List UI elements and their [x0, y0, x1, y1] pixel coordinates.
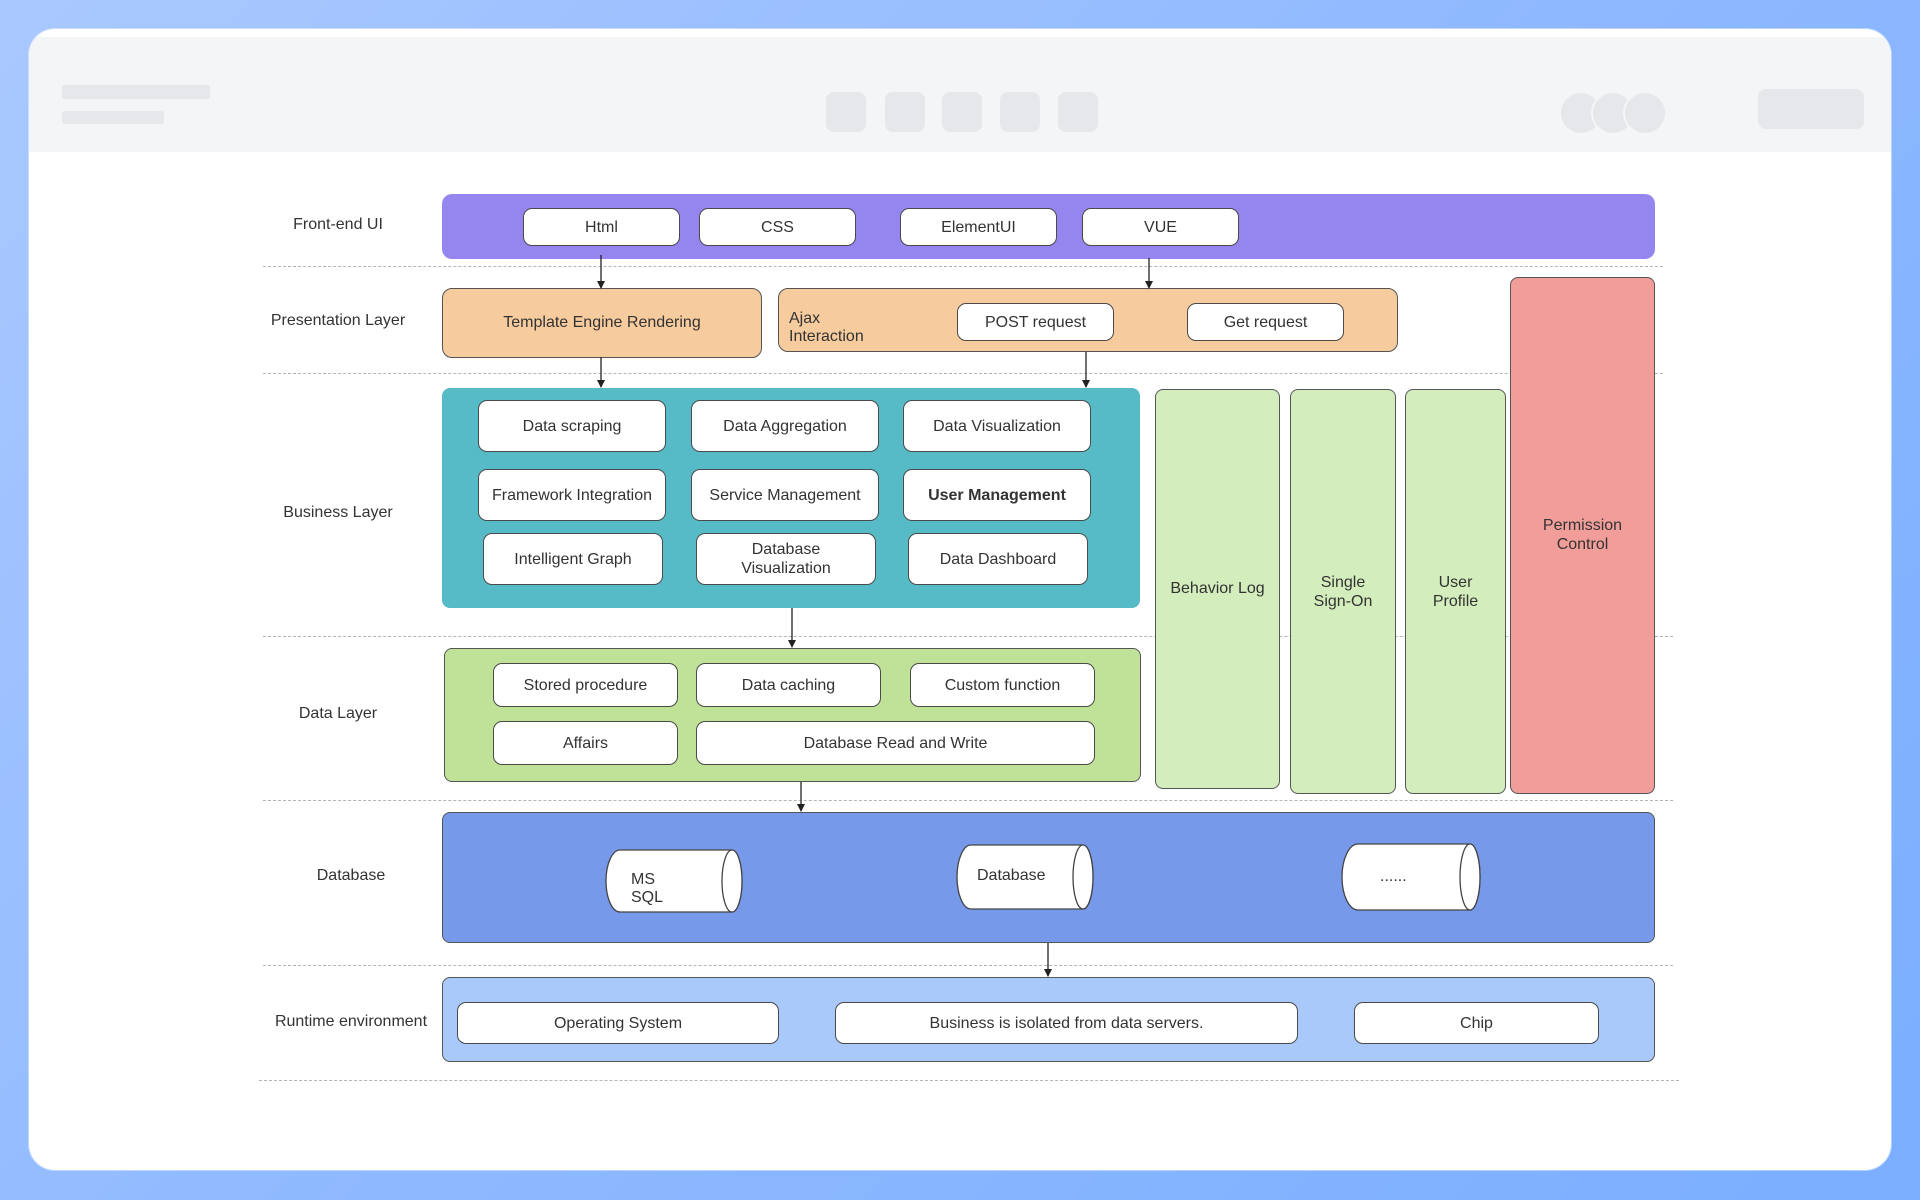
- layer-separator: [263, 636, 1673, 637]
- chip-chip[interactable]: Chip: [1354, 1002, 1599, 1044]
- data-visualization-chip[interactable]: Data Visualization: [903, 400, 1091, 452]
- custom-function-chip[interactable]: Custom function: [910, 663, 1095, 707]
- layer-separator: [263, 266, 1663, 267]
- elementui-chip[interactable]: ElementUI: [900, 208, 1057, 246]
- row-label-database: Database: [316, 867, 386, 884]
- data-dashboard-chip[interactable]: Data Dashboard: [908, 533, 1088, 585]
- vue-chip[interactable]: VUE: [1082, 208, 1239, 246]
- toolbar-button-skeleton[interactable]: [942, 92, 982, 132]
- avatar[interactable]: [1623, 91, 1667, 135]
- framework-integration-chip[interactable]: Framework Integration: [478, 469, 666, 521]
- css-chip[interactable]: CSS: [699, 208, 856, 246]
- get-request-chip[interactable]: Get request: [1187, 303, 1344, 341]
- post-request-chip[interactable]: POST request: [957, 303, 1114, 341]
- operating-system-chip[interactable]: Operating System: [457, 1002, 779, 1044]
- html-chip[interactable]: Html: [523, 208, 680, 246]
- database-cylinder-icon[interactable]: [951, 838, 1101, 913]
- row-label-business: Business Layer: [283, 504, 393, 521]
- toolbar-button-skeleton[interactable]: [1058, 92, 1098, 132]
- layer-separator: [259, 1080, 1679, 1081]
- action-button-skeleton[interactable]: [1758, 89, 1864, 129]
- more-databases-cylinder-icon[interactable]: [1338, 840, 1488, 915]
- title-skeleton: [62, 85, 210, 99]
- row-label-presentation: Presentation Layer: [270, 312, 406, 329]
- template-engine-box[interactable]: Template Engine Rendering: [442, 288, 762, 358]
- data-scraping-chip[interactable]: Data scraping: [478, 400, 666, 452]
- toolbar-button-skeleton[interactable]: [826, 92, 866, 132]
- top-bar-placeholder: [29, 37, 1891, 152]
- database-label: Database: [977, 867, 1046, 884]
- ms-sql-cylinder-icon[interactable]: [600, 842, 750, 917]
- intelligent-graph-chip[interactable]: Intelligent Graph: [483, 533, 663, 585]
- toolbar-button-skeleton[interactable]: [885, 92, 925, 132]
- behavior-log-label: Behavior Log: [1170, 580, 1265, 597]
- user-profile-box[interactable]: User Profile: [1405, 389, 1506, 794]
- database-visualization-chip[interactable]: Database Visualization: [696, 533, 876, 585]
- permission-control-label: Permission Control: [1542, 516, 1623, 553]
- row-label-data: Data Layer: [298, 705, 378, 722]
- single-sign-on-label: Single Sign-On: [1313, 573, 1373, 610]
- database-read-write-chip[interactable]: Database Read and Write: [696, 721, 1095, 765]
- permission-control-box[interactable]: Permission Control: [1510, 277, 1655, 794]
- behavior-log-box[interactable]: Behavior Log: [1155, 389, 1280, 789]
- subtitle-skeleton: [62, 111, 164, 124]
- row-label-frontend: Front-end UI: [293, 216, 383, 233]
- stored-procedure-chip[interactable]: Stored procedure: [493, 663, 678, 707]
- service-management-chip[interactable]: Service Management: [691, 469, 879, 521]
- ajax-interaction-label: Ajax Interaction: [789, 310, 864, 345]
- user-management-chip[interactable]: User Management: [903, 469, 1091, 521]
- toolbar-button-skeleton[interactable]: [1000, 92, 1040, 132]
- data-caching-chip[interactable]: Data caching: [696, 663, 881, 707]
- data-aggregation-chip[interactable]: Data Aggregation: [691, 400, 879, 452]
- layer-separator: [263, 965, 1673, 966]
- more-databases-label: ......: [1380, 868, 1407, 885]
- ms-sql-label: MS SQL: [631, 871, 664, 906]
- row-label-runtime: Runtime environment: [274, 1013, 428, 1030]
- template-engine-label: Template Engine Rendering: [503, 314, 701, 331]
- business-isolation-chip[interactable]: Business is isolated from data servers.: [835, 1002, 1298, 1044]
- layer-separator: [263, 800, 1673, 801]
- layer-separator: [263, 373, 1663, 374]
- affairs-chip[interactable]: Affairs: [493, 721, 678, 765]
- user-profile-label: User Profile: [1432, 573, 1479, 610]
- single-sign-on-box[interactable]: Single Sign-On: [1290, 389, 1396, 794]
